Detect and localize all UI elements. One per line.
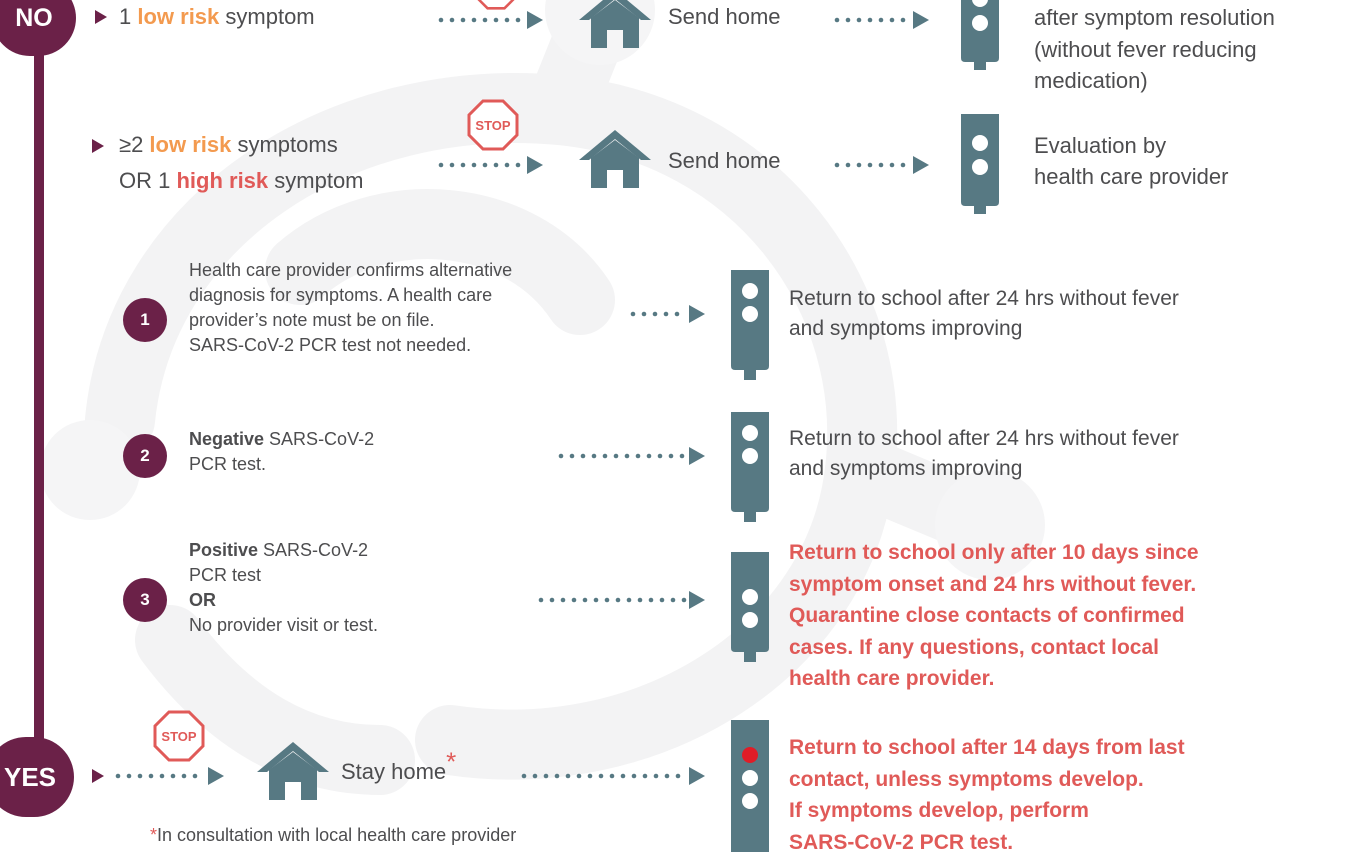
row1-stop-icon (470, 0, 522, 10)
yes-outcome-line2: contact, unless symptoms develop. (789, 764, 1185, 796)
row1-risk: low risk (137, 4, 219, 29)
branch-1-outcome-line1: Return to school after 24 hrs without fe… (789, 284, 1179, 314)
row2-line2-risk: high risk (176, 168, 268, 193)
row2-outcome-arrow (833, 155, 933, 175)
row2-condition: ≥2 low risk symptoms (119, 130, 338, 160)
branch-2-dotted-arrow (557, 446, 709, 466)
row2-suffix: symptoms (231, 132, 337, 157)
footnote: *In consultation with local health care … (150, 823, 516, 848)
branch-3-number: 3 (123, 578, 167, 622)
branch-3-line4: No provider visit or test. (189, 613, 378, 638)
branch-2-outcome-line2: and symptoms improving (789, 454, 1179, 484)
branch-2-text: Negative SARS-CoV-2 PCR test. (189, 427, 374, 477)
branch-3-rest: SARS-CoV-2 (258, 540, 368, 560)
branch-3-outcome: Return to school only after 10 days sinc… (789, 537, 1199, 695)
row2-outcome-line1: Evaluation by (1034, 130, 1228, 161)
row1-arrow-icon (95, 10, 107, 24)
branch-1-dotted-arrow (629, 304, 709, 324)
row1-prefix: 1 (119, 4, 137, 29)
row2-arrow-icon (92, 139, 104, 153)
branch-3-outcome-line4: cases. If any questions, contact local (789, 632, 1199, 664)
row1-outcome: after symptom resolution (without fever … (1034, 2, 1275, 97)
branch-1-line4: SARS-CoV-2 PCR test not needed. (189, 333, 512, 358)
branch-3-outcome-line5: health care provider. (789, 663, 1199, 695)
row2-action: Send home (668, 146, 781, 176)
yes-traffic-light-icon (731, 720, 769, 852)
row2-line2-suffix: symptom (268, 168, 363, 193)
row1-outcome-line2: (without fever reducing (1034, 34, 1275, 66)
branch-1-number: 1 (123, 298, 167, 342)
branch-1-line3: provider’s note must be on file. (189, 308, 512, 333)
branch-3-bold: Positive (189, 540, 258, 560)
yes-outcome-arrow (520, 766, 709, 786)
row2-risk: low risk (149, 132, 231, 157)
no-label: NO (15, 4, 53, 33)
yes-label: YES (4, 762, 56, 793)
row1-outcome-arrow (833, 10, 933, 30)
branch-1-traffic-light-icon (731, 270, 769, 380)
branch-3-outcome-line2: symptom onset and 24 hrs without fever. (789, 569, 1199, 601)
yes-outcome-line4: SARS-CoV-2 PCR test. (789, 827, 1185, 858)
branch-1-line2: diagnosis for symptoms. A health care (189, 283, 512, 308)
branch-2-bold: Negative (189, 429, 264, 449)
branch-3-outcome-line1: Return to school only after 10 days sinc… (789, 537, 1199, 569)
branch-2-number: 2 (123, 434, 167, 478)
row1-suffix: symptom (219, 4, 314, 29)
row2-line2-prefix: OR 1 (119, 168, 176, 193)
row1-dotted-arrow (437, 10, 547, 30)
row2-stop-label: STOP (475, 118, 510, 133)
row2-outcome-line2: health care provider (1034, 161, 1228, 192)
row2-outcome: Evaluation by health care provider (1034, 130, 1228, 192)
footnote-mark: * (150, 825, 157, 845)
branch-1-line1: Health care provider confirms alternativ… (189, 258, 512, 283)
row1-outcome-line1: after symptom resolution (1034, 2, 1275, 34)
branch-3-traffic-light-icon (731, 552, 769, 662)
branch-3-dotted-arrow (537, 590, 709, 610)
yes-outcome: Return to school after 14 days from last… (789, 732, 1185, 858)
row2-home-icon (577, 128, 653, 190)
branch-2-rest: SARS-CoV-2 (264, 429, 374, 449)
yes-outcome-line1: Return to school after 14 days from last (789, 732, 1185, 764)
yes-asterisk: * (446, 747, 456, 777)
row1-home-icon (577, 0, 653, 50)
yes-stop-label: STOP (161, 729, 196, 744)
row1-action: Send home (668, 2, 781, 32)
row1-traffic-light-icon (961, 0, 999, 70)
yes-action: Stay home* (341, 757, 456, 787)
branch-2-outcome: Return to school after 24 hrs without fe… (789, 424, 1179, 484)
row2-dotted-arrow (437, 155, 547, 175)
branch-3-outcome-line3: Quarantine close contacts of confirmed (789, 600, 1199, 632)
yes-stop-icon: STOP (153, 710, 205, 762)
row1-condition: 1 low risk symptom (119, 2, 315, 32)
yes-dotted-arrow (92, 766, 248, 786)
row1-outcome-line3: medication) (1034, 65, 1275, 97)
yes-home-icon (255, 740, 331, 802)
branch-1-outcome: Return to school after 24 hrs without fe… (789, 284, 1179, 344)
branch-1-outcome-line2: and symptoms improving (789, 314, 1179, 344)
row2-traffic-light-icon (961, 114, 999, 214)
branch-1-text: Health care provider confirms alternativ… (189, 258, 512, 358)
row2-condition-line2: OR 1 high risk symptom (119, 166, 364, 196)
yes-outcome-line3: If symptoms develop, perform (789, 795, 1185, 827)
branch-2-line2: PCR test. (189, 452, 374, 477)
branch-3-text: Positive SARS-CoV-2 PCR test OR No provi… (189, 538, 378, 638)
decision-timeline (34, 0, 44, 800)
footnote-text: In consultation with local health care p… (157, 825, 516, 845)
branch-2-traffic-light-icon (731, 412, 769, 522)
branch-2-outcome-line1: Return to school after 24 hrs without fe… (789, 424, 1179, 454)
branch-3-line2: PCR test (189, 563, 378, 588)
branch-3-line3: OR (189, 588, 378, 613)
row2-prefix: ≥2 (119, 132, 149, 157)
row2-stop-icon: STOP (467, 99, 519, 151)
yes-action-label: Stay home (341, 759, 446, 784)
